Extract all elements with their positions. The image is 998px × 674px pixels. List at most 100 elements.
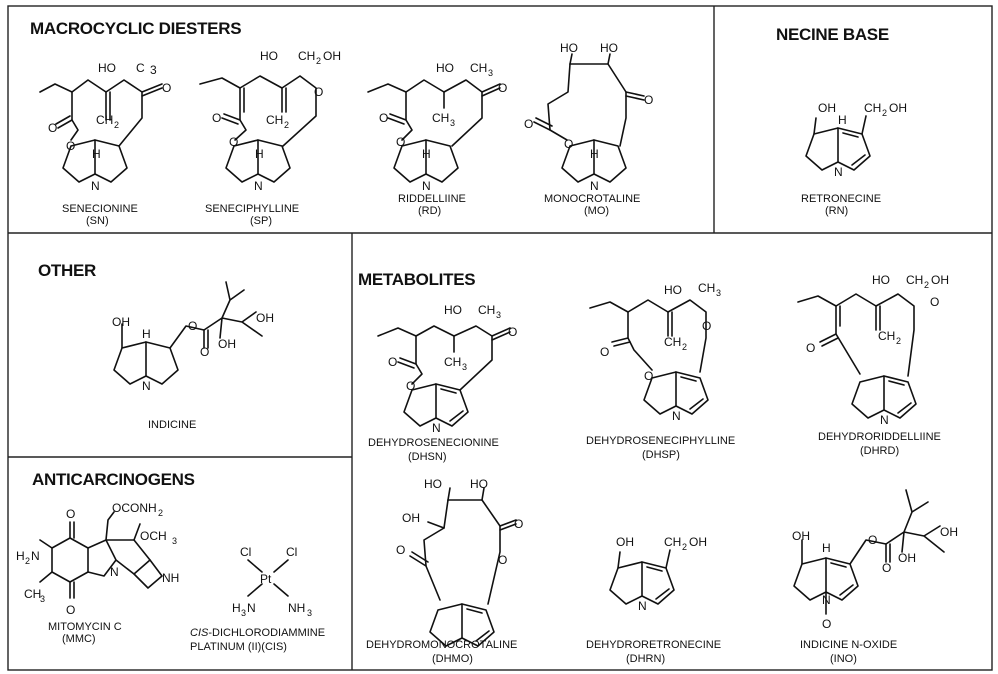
atom-label: O	[806, 341, 815, 355]
atom-label: 2	[114, 120, 119, 130]
atom-label: 2	[924, 280, 929, 290]
atom-label: N	[254, 179, 263, 193]
atom-label: OH	[792, 529, 810, 543]
abbr-indicine-n-oxide: (INO)	[830, 653, 857, 665]
atom-label: HO	[424, 477, 442, 491]
atom-label: CH	[478, 303, 495, 317]
atom-label: N	[247, 601, 256, 615]
atom-label: CH	[432, 111, 449, 125]
atom-label: H	[92, 147, 101, 161]
caption-retronecine: RETRONECINE	[801, 193, 881, 205]
atom-label: O	[66, 603, 75, 617]
abbr-dehydrosenecionine: (DHSN)	[408, 451, 447, 463]
caption-senecionine: SENECIONINE	[62, 203, 138, 215]
caption-dehydroretronecine: DEHYDRORETRONECINE	[586, 639, 721, 651]
structure-dehydroretronecine: OH CH 2 OH N DEHYDRORETRONECINE (DHRN)	[586, 535, 721, 665]
atom-label: O	[66, 507, 75, 521]
atom-label: 3	[496, 310, 501, 320]
atom-label: H	[232, 601, 241, 615]
header-other: OTHER	[38, 261, 96, 280]
atom-label: O	[396, 135, 405, 149]
atom-label: O	[524, 117, 533, 131]
atom-label: H	[255, 147, 264, 161]
atom-label: OH	[940, 525, 958, 539]
header-metabolites: METABOLITES	[358, 270, 475, 289]
atom-label: O	[406, 379, 415, 393]
atom-label: O	[564, 137, 573, 151]
structure-retronecine: OH H CH 2 OH N RETRONECINE (RN)	[801, 101, 907, 217]
structure-dehydroriddelliine: HO CH 2 OH CH 2 O O N N DEHYDRORIDDELLII…	[797, 273, 949, 457]
caption-riddelliine: RIDDELLIINE	[398, 193, 466, 205]
atom-label: HO	[470, 477, 488, 491]
structure-riddelliine: HO CH 3 CH 3 O O O H N RIDDELLIINE (RD)	[367, 61, 507, 217]
atom-label: N	[672, 409, 681, 423]
atom-label: C	[136, 61, 145, 75]
atom-label: O	[498, 553, 507, 567]
atom-label: OH	[931, 273, 949, 287]
atom-label: NH	[288, 601, 305, 615]
atom-label: HO	[560, 41, 578, 55]
atom-label: CH	[444, 355, 461, 369]
atom-label: CH	[470, 61, 487, 75]
caption-cisplatin-line2: PLATINUM (II)(CIS)	[190, 641, 287, 653]
abbr-seneciphylline: (SP)	[250, 215, 272, 227]
atom-label: 2	[882, 108, 887, 118]
caption-cisplatin-line1: CIS-DICHLORODIAMMINE	[190, 627, 325, 639]
atom-label: O	[868, 533, 877, 547]
structure-dehydromonocrotaline: HO HO OH O O O N DEHYDROMONOCROTALINE (D…	[366, 477, 523, 665]
atom-label: N	[422, 179, 431, 193]
atom-label: CH	[266, 113, 283, 127]
caption-dehydroseneciphylline: DEHYDROSENECIPHYLLINE	[586, 435, 735, 447]
atom-label: O	[162, 81, 171, 95]
structure-cisplatin: Cl Cl Pt H 3 N NH 3 CIS-DICHLORODIAMMINE…	[190, 545, 325, 653]
atom-label: OH	[818, 101, 836, 115]
structure-senecionine: HO C 3 CH 2 O O O H N SENECIONINE (SN)	[39, 61, 171, 227]
atom-label: O	[702, 319, 711, 333]
atom-label: O	[822, 617, 831, 631]
atom-label: O	[200, 345, 209, 359]
abbr-dehydroriddelliine: (DHRD)	[860, 445, 899, 457]
atom-label: CH	[864, 101, 881, 115]
caption-dehydromonocrotaline: DEHYDROMONOCROTALINE	[366, 639, 517, 651]
atom-label: O	[188, 319, 197, 333]
structure-indicine-n-oxide: OH H O O OH OH N O INDICINE N-OXIDE (INO…	[792, 489, 958, 665]
atom-label: N	[432, 421, 441, 435]
atom-label: 3	[462, 362, 467, 372]
atom-label: CH	[664, 535, 681, 549]
atom-label: 3	[40, 594, 45, 604]
atom-label: O	[379, 111, 388, 125]
atom-label: OCH	[140, 529, 167, 543]
atom-label: OH	[889, 101, 907, 115]
atom-label: O	[212, 111, 221, 125]
atom-label: OCONH	[112, 501, 157, 515]
abbr-dehydroseneciphylline: (DHSP)	[642, 449, 680, 461]
header-macrocyclic-diesters: MACROCYCLIC DIESTERS	[30, 19, 241, 38]
atom-label: NH	[162, 571, 179, 585]
atom-label: O	[314, 85, 323, 99]
atom-label: N	[590, 179, 599, 193]
atom-label: CH	[664, 335, 681, 349]
abbr-riddelliine: (RD)	[418, 205, 441, 217]
atom-label: 2	[682, 542, 687, 552]
atom-label: 2	[316, 56, 321, 66]
atom-label: 3	[241, 608, 246, 618]
atom-label: O	[508, 325, 517, 339]
abbr-mitomycin-c: (MMC)	[62, 633, 96, 645]
caption-dehydroriddelliine: DEHYDRORIDDELLIINE	[818, 431, 941, 443]
atom-label: OH	[112, 315, 130, 329]
header-necine-base: NECINE BASE	[776, 25, 889, 44]
caption-seneciphylline: SENECIPHYLLINE	[205, 203, 299, 215]
caption-indicine: INDICINE	[148, 419, 196, 431]
atom-label: HO	[600, 41, 618, 55]
atom-label: O	[644, 93, 653, 107]
atom-label: H	[590, 147, 599, 161]
atom-label: HO	[444, 303, 462, 317]
atom-label: O	[930, 295, 939, 309]
atom-label: OH	[898, 551, 916, 565]
header-anticarcinogens: ANTICARCINOGENS	[32, 470, 195, 489]
atom-label: CH	[298, 49, 315, 63]
atom-label: O	[48, 121, 57, 135]
atom-label: O	[498, 81, 507, 95]
atom-label: OH	[402, 511, 420, 525]
atom-label: 3	[150, 63, 157, 77]
